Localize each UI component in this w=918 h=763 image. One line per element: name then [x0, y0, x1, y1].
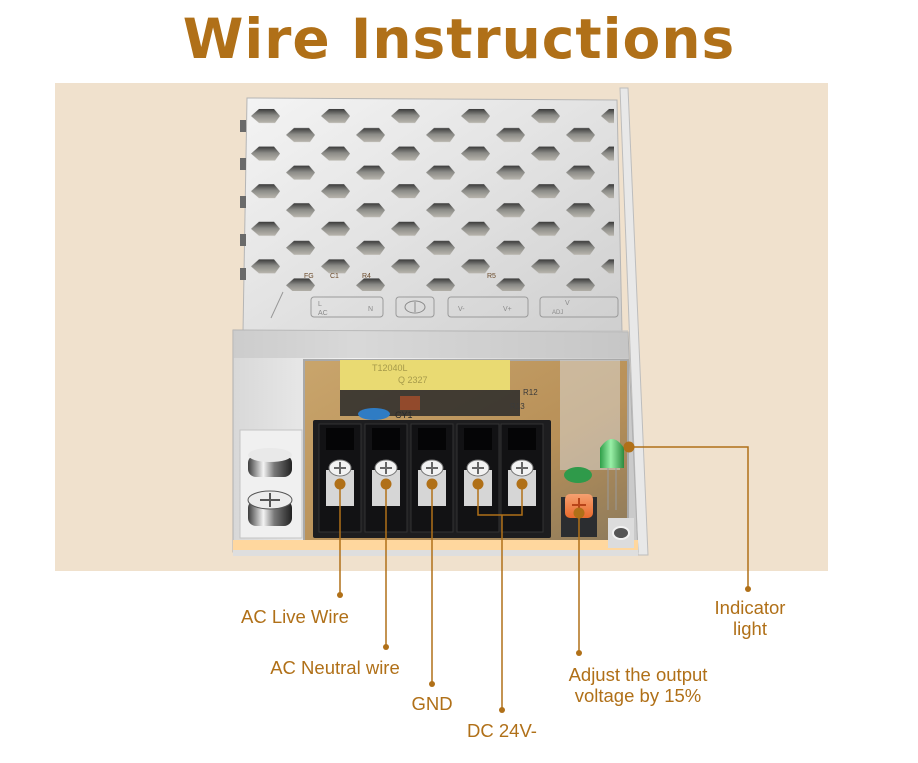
label-gnd: GND	[411, 693, 453, 714]
leader-indicator	[629, 446, 749, 589]
screw-terminal-2[interactable]	[364, 423, 408, 533]
label-adjust-voltage: Adjust the output voltage by 15%	[548, 664, 728, 706]
transformer	[340, 360, 510, 390]
mounting-hole-right	[608, 518, 634, 548]
page-title: Wire Instructions	[182, 7, 736, 71]
label-indicator-line-1: Indicator	[714, 597, 786, 618]
pcb-text-r12: R12	[523, 388, 538, 397]
pcb-text-r5: R5	[487, 273, 496, 280]
pcb-text-cy1: CY1	[395, 410, 413, 420]
label-indicator-light: Indicator light	[700, 597, 800, 639]
front-marking-strip: L AC N V- V+ V ADJ	[270, 291, 619, 319]
pcb-text-q2327: Q 2327	[398, 375, 428, 385]
housing-side-rail	[619, 87, 649, 556]
marking-n: N	[368, 306, 373, 313]
pcb-text-c1: C1	[330, 273, 339, 280]
mounting-screw-bottom	[247, 490, 293, 526]
leader-dc-bracket	[477, 484, 523, 516]
callout-lines	[334, 441, 751, 713]
leader-end-gnd	[429, 681, 435, 687]
marking-v-minus: V-	[458, 306, 465, 313]
pcb-text-fg: FG	[304, 273, 314, 280]
pcb-text-t12040: T12040L	[372, 363, 408, 373]
leader-end-indicator	[745, 586, 751, 592]
label-adjust-line-1: Adjust the output	[568, 664, 708, 685]
label-adjust-line-2: voltage by 15%	[574, 685, 702, 706]
mounting-screw-top	[248, 448, 292, 477]
pcb-text-r13: R13	[510, 402, 525, 411]
indicator-led	[600, 439, 624, 510]
leader-end-dc-negative	[499, 707, 505, 713]
leader-end-adjust	[576, 650, 582, 656]
pcb-text-r4: R4	[362, 273, 371, 280]
label-ac-neutral-wire: AC Neutral wire	[270, 657, 400, 678]
leader-end-ac-neutral	[383, 644, 389, 650]
marking-l: L	[318, 301, 322, 308]
marking-ac: AC	[318, 310, 328, 317]
cover-clips	[240, 120, 246, 280]
label-ac-live-wire: AC Live Wire	[241, 606, 349, 627]
screw-terminal-4[interactable]	[456, 423, 500, 533]
marking-adj: ADJ	[552, 310, 563, 316]
screw-terminal-5[interactable]	[500, 423, 544, 533]
ground-symbol-icon	[404, 300, 426, 314]
marking-v: V	[565, 300, 570, 307]
honeycomb-vents	[250, 106, 614, 291]
label-indicator-line-2: light	[733, 618, 767, 639]
label-dc-24v-negative: DC 24V-	[467, 720, 537, 741]
leader-end-ac-live	[337, 592, 343, 598]
marking-v-plus: V+	[503, 306, 512, 313]
